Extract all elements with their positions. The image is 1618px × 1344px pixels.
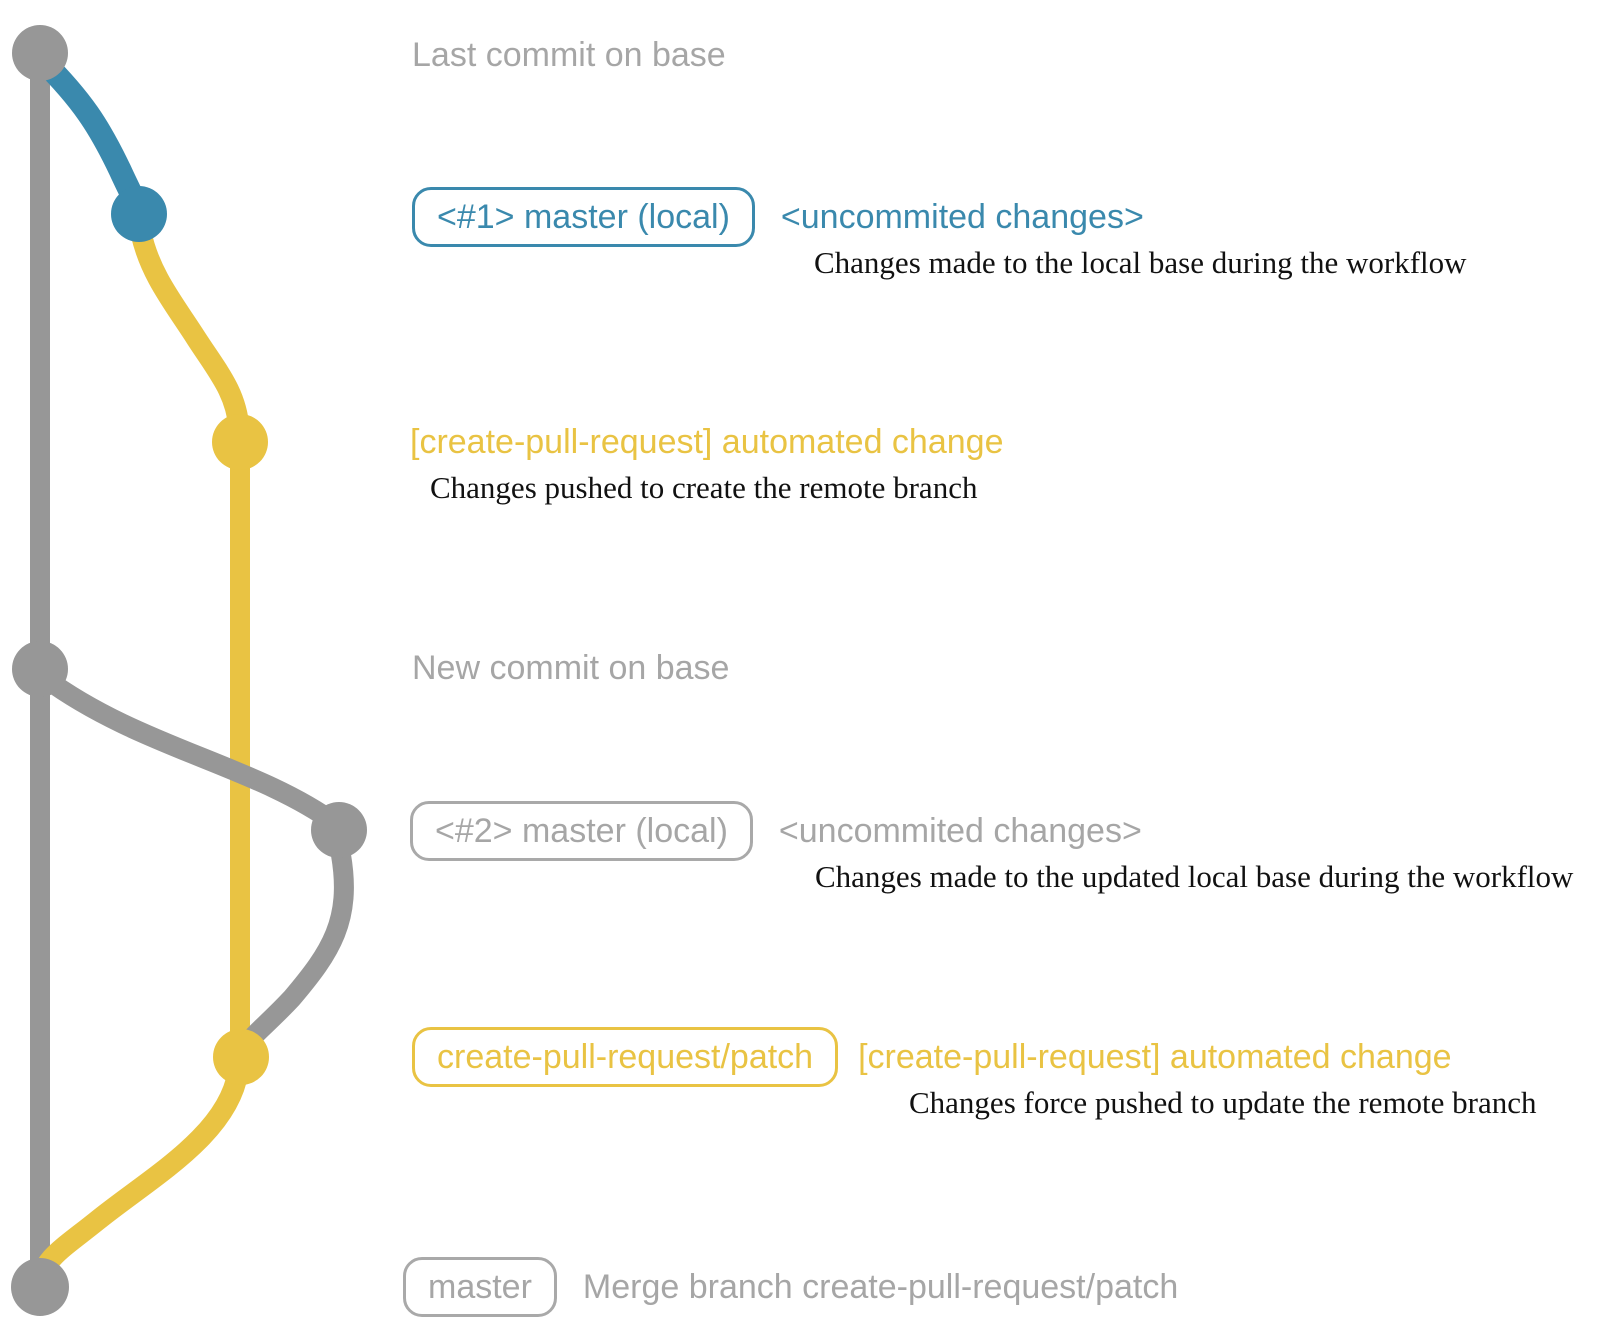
patch-commit-1-description: Changes pushed to create the remote bran…	[430, 470, 978, 505]
local-commit-1-row: <#1> master (local) <uncommited changes>	[412, 187, 1144, 247]
commit-dot-merge	[11, 1258, 69, 1316]
base-update-curve	[35, 668, 346, 834]
commit-dot-last-base	[12, 25, 68, 81]
merge-commit-message: Merge branch create-pull-request/patch	[582, 1268, 1179, 1306]
patch-branch-merge-curve	[29, 1061, 249, 1294]
patch-commit-2-message: [create-pull-request] automated change	[858, 1038, 1452, 1076]
commit-dot-new-base	[12, 641, 68, 697]
local2-merge-curve	[234, 845, 354, 1060]
local-commit-2-tag: <#2> master (local)	[410, 801, 753, 861]
heading-new-commit-on-base: New commit on base	[412, 649, 730, 687]
heading-last-commit-on-base: Last commit on base	[412, 36, 726, 74]
commit-dot-patch-2	[213, 1029, 269, 1085]
local-commit-1-description: Changes made to the local base during th…	[814, 245, 1467, 280]
commit-dot-patch-1	[212, 414, 268, 470]
patch-branch-tag: create-pull-request/patch	[412, 1027, 839, 1087]
master-tag: master	[403, 1257, 557, 1317]
commit-dot-local-1	[111, 186, 167, 242]
patch-commit-1-message: [create-pull-request] automated change	[410, 423, 1004, 461]
commit-dot-local-2	[311, 802, 367, 858]
patch-commit-2-row: create-pull-request/patch [create-pull-r…	[412, 1027, 1452, 1087]
local-commit-1-message: <uncommited changes>	[780, 198, 1144, 236]
local-commit-2-row: <#2> master (local) <uncommited changes>	[410, 801, 1142, 861]
local-commit-2-message: <uncommited changes>	[778, 812, 1142, 850]
patch-branch-in-curve	[130, 222, 250, 439]
local-commit-2-description: Changes made to the updated local base d…	[815, 859, 1574, 894]
patch-commit-2-description: Changes force pushed to update the remot…	[909, 1085, 1537, 1120]
merge-commit-row: master Merge branch create-pull-request/…	[403, 1257, 1178, 1317]
local-branch-curve	[30, 48, 151, 223]
commit-graph	[11, 25, 367, 1316]
local-commit-1-tag: <#1> master (local)	[412, 187, 755, 247]
